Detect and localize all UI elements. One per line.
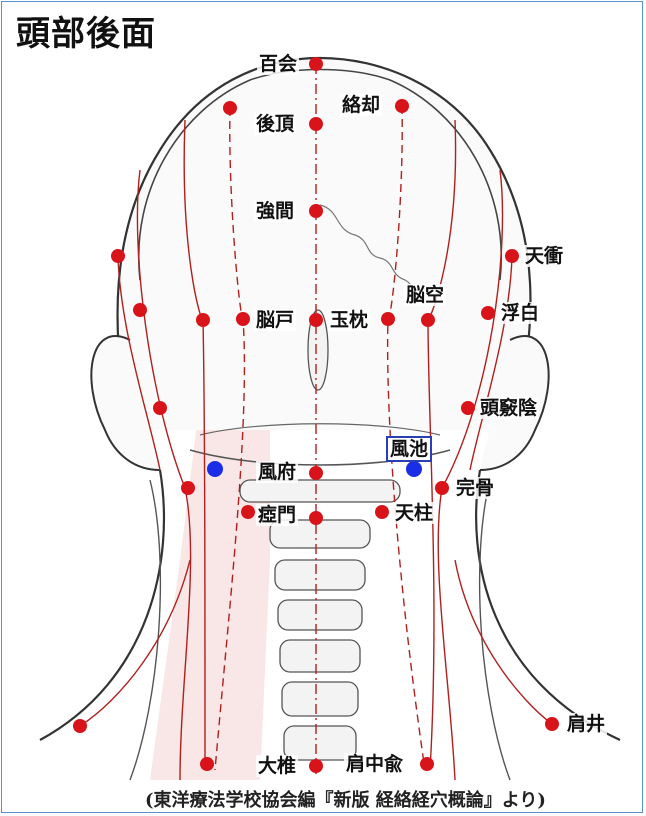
label-hyakue: 百会: [257, 53, 299, 75]
point-fufu-dot: [309, 466, 323, 480]
point-kenchuyu-dot-left: [200, 757, 214, 771]
point-kyokan-dot: [309, 204, 323, 218]
point-fuchi-dot-left: [207, 461, 223, 477]
label-aimon: 瘂門: [256, 504, 298, 526]
label-gyokuchin: 玉枕: [328, 309, 370, 331]
point-tensho-dot: [505, 249, 519, 263]
point-gyokuchin-dot: [381, 312, 395, 326]
label-kenchuyu: 肩中兪: [344, 753, 405, 775]
point-noku-dot-left: [196, 313, 210, 327]
label-kankotsu: 完骨: [454, 477, 496, 499]
point-tensho-dot-left: [111, 249, 125, 263]
label-rakkyaku: 絡却: [340, 94, 382, 116]
label-daitsui: 大椎: [256, 755, 298, 777]
label-kensei: 肩井: [565, 713, 607, 735]
label-noko: 脳戸: [254, 309, 296, 331]
point-fuhaku-dot: [481, 306, 495, 320]
point-kensei-dot-left: [73, 719, 87, 733]
point-noko-dot: [309, 313, 323, 327]
point-tenchu-dot: [375, 505, 389, 519]
source-caption: (東洋療法学校協会編『新版 経絡経穴概論』より): [145, 786, 546, 812]
label-tenchu: 天柱: [393, 502, 435, 524]
label-gocho: 後頂: [254, 113, 296, 135]
point-gyokuchin-dot-left: [236, 312, 250, 326]
point-kankotsu-dot-left: [181, 481, 195, 495]
label-kyokan: 強間: [254, 200, 296, 222]
point-fuchi-dot: [406, 461, 422, 477]
point-rakkyaku-dot-left: [223, 101, 237, 115]
label-kyokyoin: 頭竅陰: [478, 397, 539, 419]
point-gocho-dot: [309, 117, 323, 131]
point-tenchu-dot-left: [241, 505, 255, 519]
point-kyokyoin-dot: [461, 401, 475, 415]
label-fuchi: 風池: [386, 436, 432, 462]
label-tensho: 天衝: [523, 245, 565, 267]
point-aimon-dot: [309, 511, 323, 525]
label-fufu: 風府: [256, 461, 298, 483]
point-kyokyoin-dot-left: [153, 401, 167, 415]
label-noku: 脳空: [404, 284, 446, 306]
point-fuhaku-dot-left: [133, 303, 147, 317]
point-kensei-dot: [545, 717, 559, 731]
label-fuhaku: 浮白: [499, 302, 541, 324]
point-daitsui-dot: [309, 759, 323, 773]
point-noku-dot: [421, 313, 435, 327]
point-rakkyaku-dot: [395, 99, 409, 113]
point-hyakue-dot: [309, 57, 323, 71]
point-kenchuyu-dot: [420, 757, 434, 771]
point-kankotsu-dot: [435, 481, 449, 495]
